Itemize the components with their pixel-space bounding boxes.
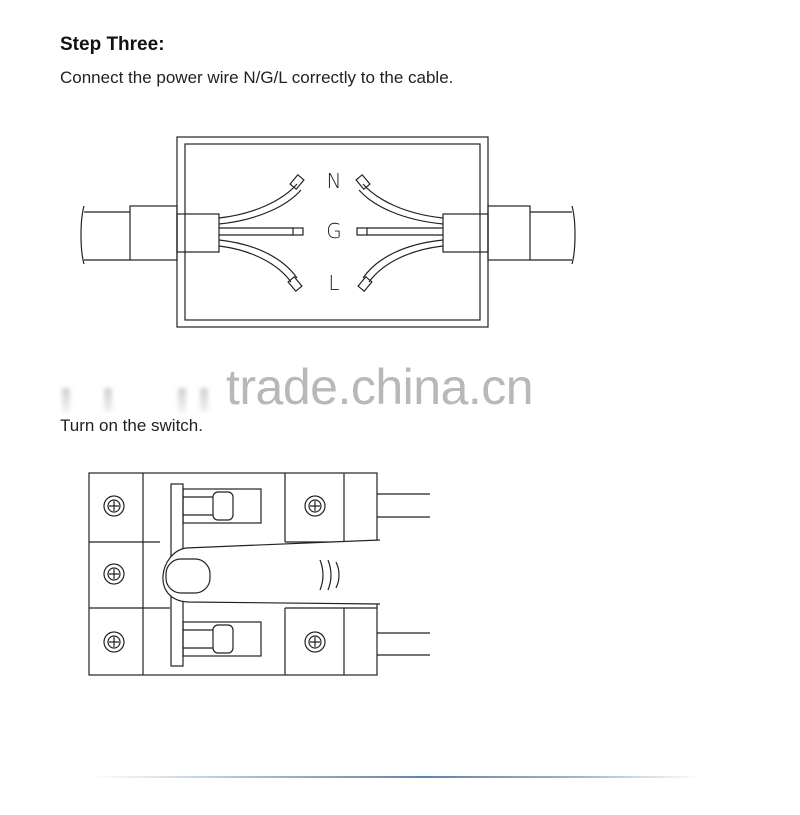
screw-icon bbox=[304, 495, 326, 517]
label-l: L bbox=[328, 271, 339, 295]
label-n: N bbox=[327, 169, 342, 193]
step-title: Step Three: bbox=[60, 34, 165, 55]
switch-instruction: Turn on the switch. bbox=[60, 416, 203, 435]
blurred-mark bbox=[62, 388, 70, 412]
screw-icon bbox=[304, 631, 326, 653]
top-switch-housing bbox=[182, 488, 262, 524]
label-g: G bbox=[326, 219, 342, 243]
footer-divider bbox=[90, 776, 700, 778]
right-wire-l bbox=[357, 239, 444, 293]
right-wire-g bbox=[356, 227, 443, 236]
right-cable-sleeve bbox=[487, 205, 531, 261]
junction-box-inner bbox=[184, 143, 481, 321]
blurred-mark bbox=[178, 388, 186, 412]
left-wire-l bbox=[218, 239, 303, 293]
blurred-mark bbox=[200, 388, 208, 412]
blurred-mark bbox=[104, 388, 112, 412]
left-wire-n bbox=[218, 173, 305, 225]
step-instruction: Connect the power wire N/G/L correctly t… bbox=[60, 68, 454, 87]
breaker-diagram bbox=[88, 472, 430, 676]
bottom-switch-housing bbox=[182, 621, 262, 657]
bottom-switch-toggle bbox=[212, 624, 234, 654]
left-connector bbox=[176, 213, 220, 253]
right-wire-n bbox=[355, 173, 444, 225]
screw-icon bbox=[103, 563, 125, 585]
watermark: trade.china.cn bbox=[226, 359, 534, 415]
screw-icon bbox=[103, 631, 125, 653]
right-connector bbox=[442, 213, 489, 253]
finger-illustration bbox=[162, 539, 381, 605]
left-wire-g bbox=[219, 227, 304, 236]
screw-icon bbox=[103, 495, 125, 517]
left-cable-sleeve bbox=[129, 205, 178, 261]
top-switch-toggle bbox=[212, 491, 234, 521]
